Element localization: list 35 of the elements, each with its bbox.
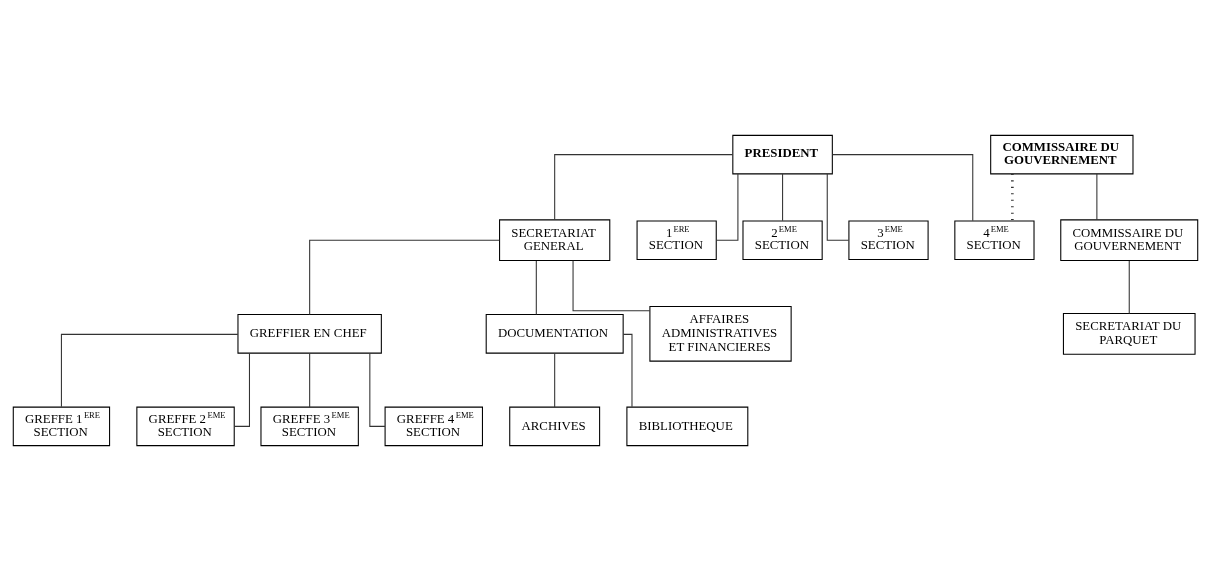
node-box: GREFFE 4$^{EME}$ SECTION xyxy=(384,406,483,447)
connector xyxy=(826,173,849,241)
node-box: AFFAIRES ADMINISTRATIVES ET FINANCIERES xyxy=(648,306,792,362)
node-box: 2$^{EME}$ SECTION xyxy=(741,220,823,260)
node-box: COMMISSAIRE DU GOUVERNEMENT xyxy=(1059,219,1198,262)
node-box: PRESIDENT xyxy=(731,134,833,175)
node-box: SECRETARIAT DU PARQUET xyxy=(1062,312,1196,355)
connector xyxy=(535,260,537,315)
node-box: DOCUMENTATION xyxy=(485,314,624,354)
node-box: 1$^{ERE}$ SECTION xyxy=(636,220,717,260)
node-box: 3$^{EME}$ SECTION xyxy=(847,220,929,260)
node-box: GREFFE 1$^{ERE}$ SECTION xyxy=(12,406,110,447)
connector xyxy=(553,352,555,408)
connector xyxy=(781,173,783,222)
connector xyxy=(715,173,738,241)
connector xyxy=(572,260,650,312)
connector xyxy=(553,154,733,221)
connector xyxy=(1128,260,1130,314)
connector xyxy=(622,333,632,408)
node-box: GREFFE 2$^{EME}$ SECTION xyxy=(135,406,235,447)
node-box: GREFFIER EN CHEF xyxy=(236,314,382,354)
node-box: BIBLIOTHEQUE xyxy=(625,406,748,447)
connector xyxy=(1010,174,1014,221)
node-box: ARCHIVES xyxy=(508,406,600,447)
connector xyxy=(308,239,500,315)
node-box: GREFFE 3$^{EME}$ SECTION xyxy=(259,406,359,447)
connector xyxy=(233,352,250,427)
node-box: COMMISSAIRE DU GOUVERNEMENT xyxy=(989,134,1134,175)
node-box: 4$^{EME}$ SECTION xyxy=(953,220,1035,260)
connector xyxy=(60,333,238,408)
connector xyxy=(831,154,973,222)
connector xyxy=(368,352,386,427)
node-box: SECRETARIAT GENERAL xyxy=(498,219,610,262)
connector xyxy=(308,352,310,408)
connector xyxy=(1095,173,1097,221)
